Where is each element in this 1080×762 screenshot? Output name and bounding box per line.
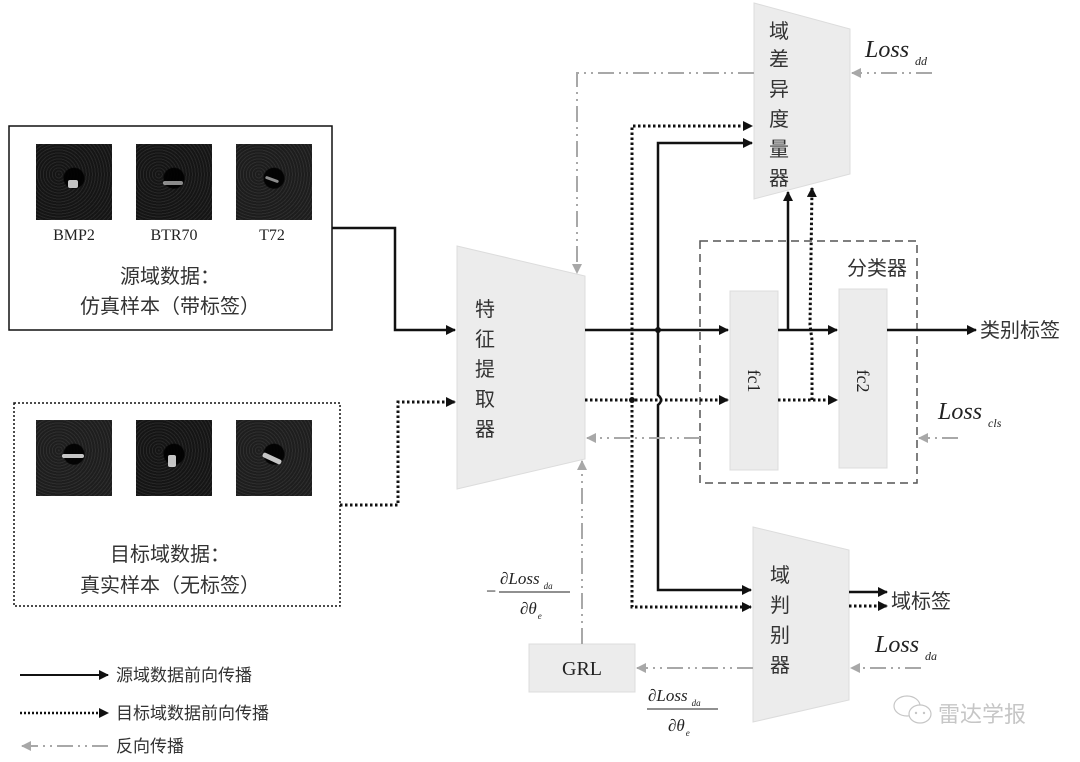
domain-discrepancy-label: 域 差 异 度 量 器	[769, 19, 789, 190]
watermark-text: 雷达学报	[938, 703, 1026, 728]
svg-text:器: 器	[770, 653, 790, 677]
sar-image-t72-source	[236, 144, 312, 220]
svg-text:别: 别	[770, 623, 790, 647]
sar-target-blip	[62, 454, 84, 458]
svg-text:取: 取	[475, 387, 495, 411]
domain-discrepancy-block	[753, 2, 851, 200]
svg-text:域: 域	[770, 563, 790, 587]
target-to-discriminator-arrow	[630, 400, 752, 612]
fc-to-discrepancy-target-arrow	[806, 187, 817, 400]
wechat-icon	[893, 695, 932, 724]
target-to-discrepancy-arrow	[630, 121, 753, 400]
classifier-group	[699, 240, 918, 484]
junction-dot	[629, 397, 635, 403]
svg-text:度: 度	[769, 107, 789, 131]
sar-target-blip	[168, 455, 176, 467]
target-forward-paths	[340, 121, 888, 612]
svg-text:器: 器	[769, 166, 789, 190]
svg-text:提: 提	[475, 357, 495, 381]
svg-text:异: 异	[769, 77, 789, 101]
svg-text:器: 器	[475, 417, 495, 441]
source-data-title: 源域数据：	[120, 264, 220, 288]
grl-label: GRL	[562, 658, 602, 680]
svg-text:征: 征	[475, 327, 495, 351]
svg-text:特: 特	[475, 297, 495, 321]
source-to-extractor-arrow	[332, 226, 456, 335]
sar-image-real-1	[36, 420, 112, 496]
svg-text:−: −	[486, 581, 496, 601]
svg-text:差: 差	[769, 47, 789, 71]
class-label-output: 类别标签	[980, 318, 1060, 342]
legend: 源域数据前向传播 目标域数据前向传播 反向传播	[20, 666, 269, 757]
feature-extractor-block	[456, 245, 586, 490]
svg-text:∂θe: ∂θe	[668, 716, 690, 738]
fc2-label: fc2	[853, 370, 873, 393]
sample-label-t72: T72	[259, 227, 285, 244]
discrepancy-backprop-arrow	[572, 72, 754, 274]
svg-text:判: 判	[770, 593, 790, 617]
legend-dashdot-label: 反向传播	[116, 737, 184, 757]
target-data-title: 目标域数据：	[110, 542, 230, 566]
svg-text:量: 量	[769, 137, 789, 161]
feature-extractor-label: 特 征 提 取 器	[475, 297, 495, 441]
sar-target-blip	[68, 180, 78, 188]
classifier-title: 分类器	[847, 256, 907, 280]
domain-label-output: 域标签	[891, 589, 951, 613]
fc1-label: fc1	[744, 370, 764, 393]
legend-dotted-label: 目标域数据前向传播	[116, 704, 269, 724]
fc1-block	[729, 290, 779, 471]
watermark: 雷达学报	[893, 695, 1026, 728]
sar-image-btr70-source	[136, 144, 212, 220]
source-to-discrepancy-arrow	[656, 138, 753, 330]
svg-text:∂θe: ∂θe	[520, 599, 542, 621]
domain-discriminator-label: 域 判 别 器	[770, 563, 790, 677]
target-data-subtitle: 真实样本（无标签）	[80, 573, 260, 597]
grl-block	[528, 643, 636, 693]
domain-discriminator-block	[752, 526, 850, 723]
source-data-subtitle: 仿真样本（带标签）	[80, 294, 260, 318]
svg-text:域: 域	[769, 19, 789, 43]
fc2-block	[838, 288, 888, 469]
target-data-box	[13, 402, 341, 607]
junction-dot	[655, 327, 661, 333]
legend-solid-label: 源域数据前向传播	[116, 666, 252, 686]
sar-target-blip	[163, 181, 183, 185]
sample-label-bmp2: BMP2	[53, 227, 95, 244]
backprop-paths	[572, 68, 958, 673]
sample-label-btr70: BTR70	[150, 227, 197, 244]
target-to-extractor-arrow	[340, 397, 456, 507]
